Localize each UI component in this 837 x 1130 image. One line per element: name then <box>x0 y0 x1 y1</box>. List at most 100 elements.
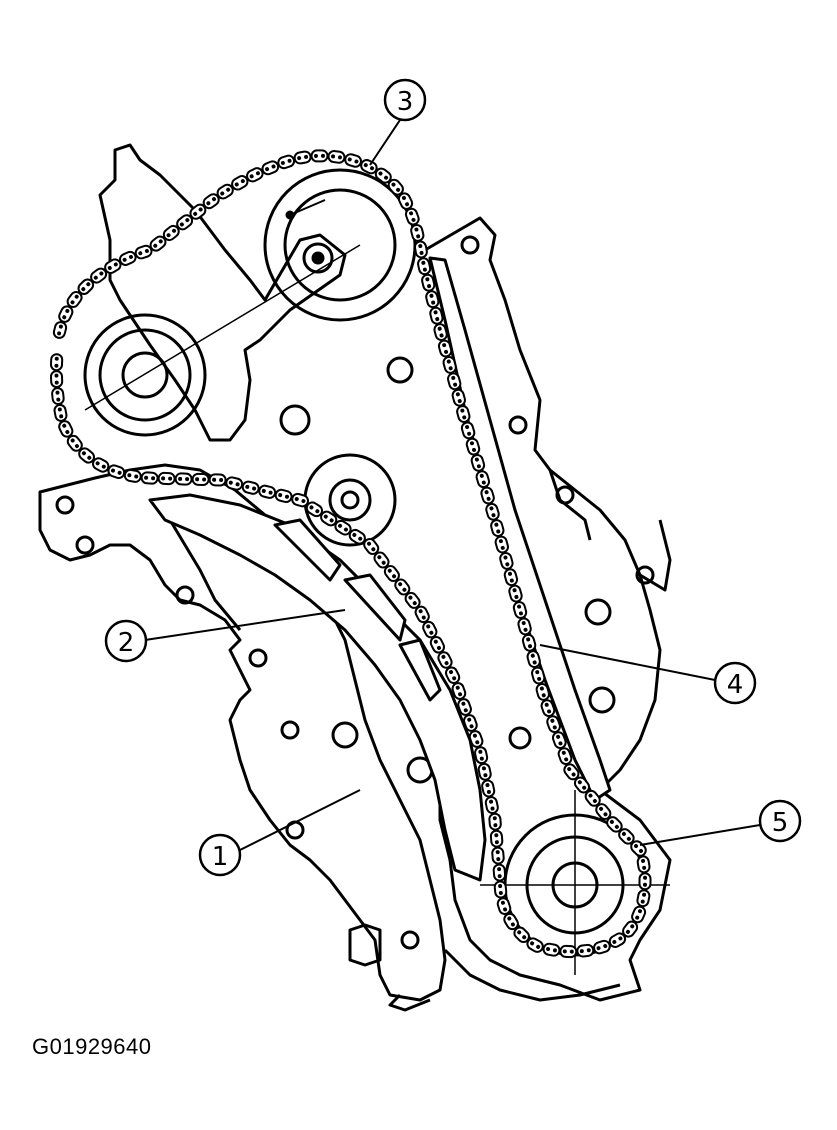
chain-link <box>622 920 639 938</box>
chain-link <box>584 789 601 807</box>
chain-link <box>503 912 519 931</box>
chain-link <box>573 776 591 794</box>
chain-link <box>52 321 68 339</box>
callout-3: 3 <box>383 78 427 122</box>
chain-link <box>387 178 404 196</box>
chain-link <box>437 339 453 358</box>
chain-link <box>410 223 425 242</box>
chain-link <box>531 666 546 685</box>
chain-link <box>433 323 448 342</box>
callout-1: 1 <box>198 833 242 877</box>
chain-link <box>58 420 74 438</box>
chain-link <box>92 457 110 473</box>
chain-link <box>53 403 68 422</box>
chain-link <box>512 601 528 619</box>
chain-link <box>638 872 652 891</box>
chain-link <box>191 472 210 486</box>
chain-link <box>480 486 495 505</box>
chain-link <box>429 306 444 325</box>
chain-link <box>261 160 280 176</box>
chain-link <box>521 633 537 652</box>
chain-link <box>140 471 159 485</box>
chain-link <box>503 568 519 587</box>
callout-4-label: 4 <box>727 670 744 700</box>
chain-guide-left <box>148 493 487 882</box>
chain-link <box>404 207 420 226</box>
chain-link <box>489 829 504 848</box>
chain-link <box>465 437 481 456</box>
chain-link <box>485 502 500 521</box>
callout-4: 4 <box>713 661 757 705</box>
chain-link <box>320 510 338 527</box>
chain-link <box>526 937 544 953</box>
chain-link <box>49 353 64 372</box>
chain-link <box>490 519 505 538</box>
chain-link <box>513 926 530 944</box>
chain-link <box>563 763 580 781</box>
chain-link <box>484 796 499 815</box>
chain-link <box>417 257 432 276</box>
chain-link <box>334 519 352 536</box>
bolt-holes <box>55 235 655 950</box>
callout-1-label: 1 <box>212 842 229 872</box>
chain-link <box>576 943 595 958</box>
chain-link <box>157 471 176 486</box>
chain-link <box>78 447 96 464</box>
chain-link <box>119 250 137 266</box>
chain-link <box>451 388 466 407</box>
chain-link <box>246 167 264 183</box>
chain-link <box>383 565 400 582</box>
chain-link <box>488 812 502 831</box>
chain-link <box>475 470 491 489</box>
callout-2-label: 2 <box>118 628 135 658</box>
chain-link <box>107 464 126 480</box>
callout-5-label: 5 <box>772 808 789 838</box>
chain-link <box>456 405 471 423</box>
chain-link <box>66 290 83 309</box>
chain-link <box>225 476 244 491</box>
chain-link <box>66 434 83 452</box>
chain-link <box>291 492 309 508</box>
chain-link <box>231 175 249 191</box>
chain-link <box>310 149 329 163</box>
chain-link <box>463 714 478 732</box>
chain-link <box>630 840 647 857</box>
chain-link <box>496 897 512 915</box>
chain-link <box>394 578 411 596</box>
chain-link <box>451 682 467 700</box>
chain-link <box>477 762 492 781</box>
chain-link <box>58 305 74 323</box>
chain-link <box>494 535 509 554</box>
chain-link <box>208 473 227 487</box>
chain-link <box>442 355 457 374</box>
chain-link <box>363 538 380 555</box>
chain-link <box>636 889 651 908</box>
figure-id: G01929640 <box>32 1034 152 1059</box>
chain-link <box>421 273 436 292</box>
chain-link <box>327 150 346 164</box>
chain-link <box>216 183 234 200</box>
chain-link <box>374 167 392 184</box>
chain-link <box>517 617 532 636</box>
chain-link <box>258 484 277 499</box>
leader-lines <box>144 119 761 851</box>
callout-3-label: 3 <box>397 87 414 117</box>
chain-link <box>636 855 651 874</box>
left-camshaft-sprocket <box>83 244 361 437</box>
chain-link <box>593 939 611 955</box>
chain-link <box>474 746 489 765</box>
chain-link <box>559 944 578 959</box>
chain-link <box>241 480 260 495</box>
chain-link <box>397 192 414 210</box>
chain-link <box>277 154 296 170</box>
chain-link <box>413 240 428 259</box>
chain-link <box>608 932 627 948</box>
chain-link <box>305 501 324 518</box>
chain-link <box>557 747 573 765</box>
chain-link <box>134 244 153 260</box>
chain-link <box>51 387 65 406</box>
callout-5: 5 <box>758 799 802 843</box>
chain-link <box>493 880 508 899</box>
chain-link <box>274 488 293 504</box>
